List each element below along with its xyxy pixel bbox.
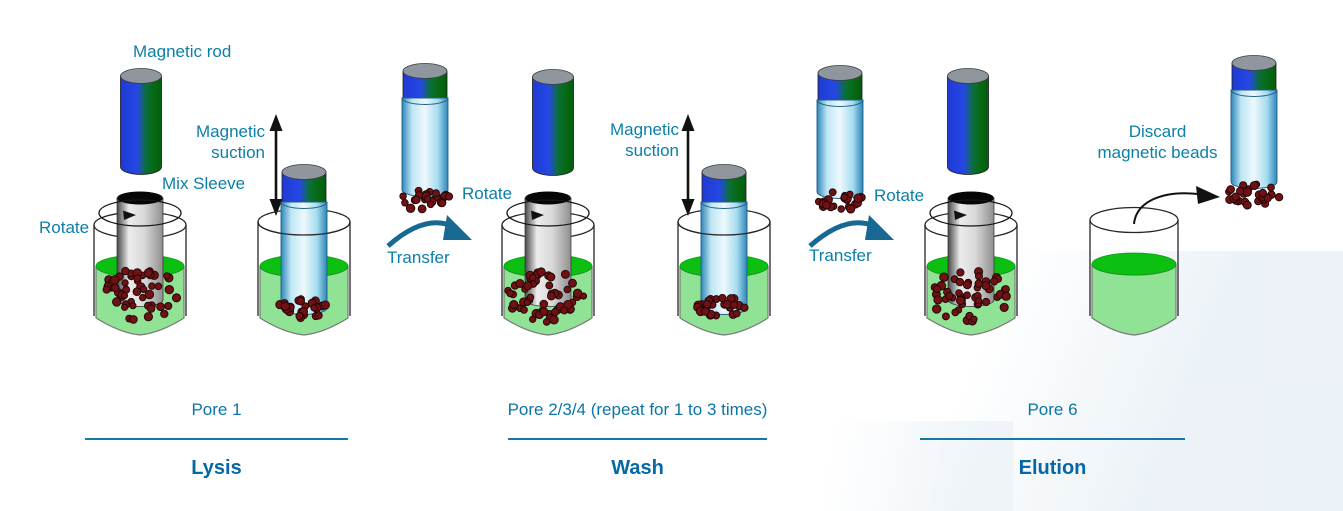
lysis-mix-vessel xyxy=(93,190,187,336)
bead-cluster xyxy=(814,188,866,214)
magnetic-rod xyxy=(532,69,574,176)
magnetic-rod-label: Magnetic rod xyxy=(133,42,232,61)
scattered-beads xyxy=(102,266,182,324)
magnetic-rod xyxy=(120,68,162,175)
stage-pore-label: Pore 2/3/4 (repeat for 1 to 3 times) xyxy=(507,400,768,419)
rotate-label: Rotate xyxy=(462,184,513,203)
transfer-arrow-icon xyxy=(386,215,472,248)
discarded-sleeve-with-beads xyxy=(1230,55,1278,189)
stage-divider xyxy=(508,438,767,440)
stage-pore-label: Pore 1 xyxy=(191,400,242,419)
magnetic-suction-label: Magnetic suction xyxy=(196,122,265,162)
scattered-beads xyxy=(930,267,1011,326)
transfer-arrow-icon xyxy=(808,215,894,248)
bead-cluster xyxy=(275,295,330,323)
bead-cluster xyxy=(693,294,749,320)
stage-elution: Pore 6 Elution xyxy=(920,400,1185,480)
stage-title: Lysis xyxy=(191,457,242,479)
stage-lysis: Pore 1 Lysis xyxy=(85,400,348,480)
transfer-label: Transfer xyxy=(809,246,872,265)
wash-suction-vessel xyxy=(677,163,771,336)
mix-sleeve-label: Mix Sleeve xyxy=(162,174,246,193)
magnetic-suction-label: Magnetic suction xyxy=(610,120,679,160)
scattered-beads xyxy=(504,267,588,326)
rotate-label: Rotate xyxy=(874,186,925,205)
bead-cluster xyxy=(1225,180,1284,210)
bead-cluster xyxy=(399,186,454,214)
transfer-sleeve-with-beads xyxy=(816,65,864,199)
stage-divider xyxy=(920,438,1185,440)
stage-title: Wash xyxy=(611,457,664,479)
suction-arrow xyxy=(681,114,695,216)
stage-wash: Pore 2/3/4 (repeat for 1 to 3 times) Was… xyxy=(500,400,775,480)
eluate-beaker xyxy=(1089,206,1179,336)
rotate-label: Rotate xyxy=(39,218,90,237)
discard-beads-label: Discard magnetic beads xyxy=(1097,122,1218,162)
magnetic-rod xyxy=(947,68,989,175)
stage-pore-label: Pore 6 xyxy=(1027,400,1078,419)
stage-divider xyxy=(85,438,348,440)
stage-title: Elution xyxy=(1018,457,1087,479)
discard-arrow-icon xyxy=(1133,186,1220,225)
transfer-label: Transfer xyxy=(387,248,450,267)
suction-arrow xyxy=(269,114,283,216)
transfer-sleeve-with-beads xyxy=(401,63,449,197)
